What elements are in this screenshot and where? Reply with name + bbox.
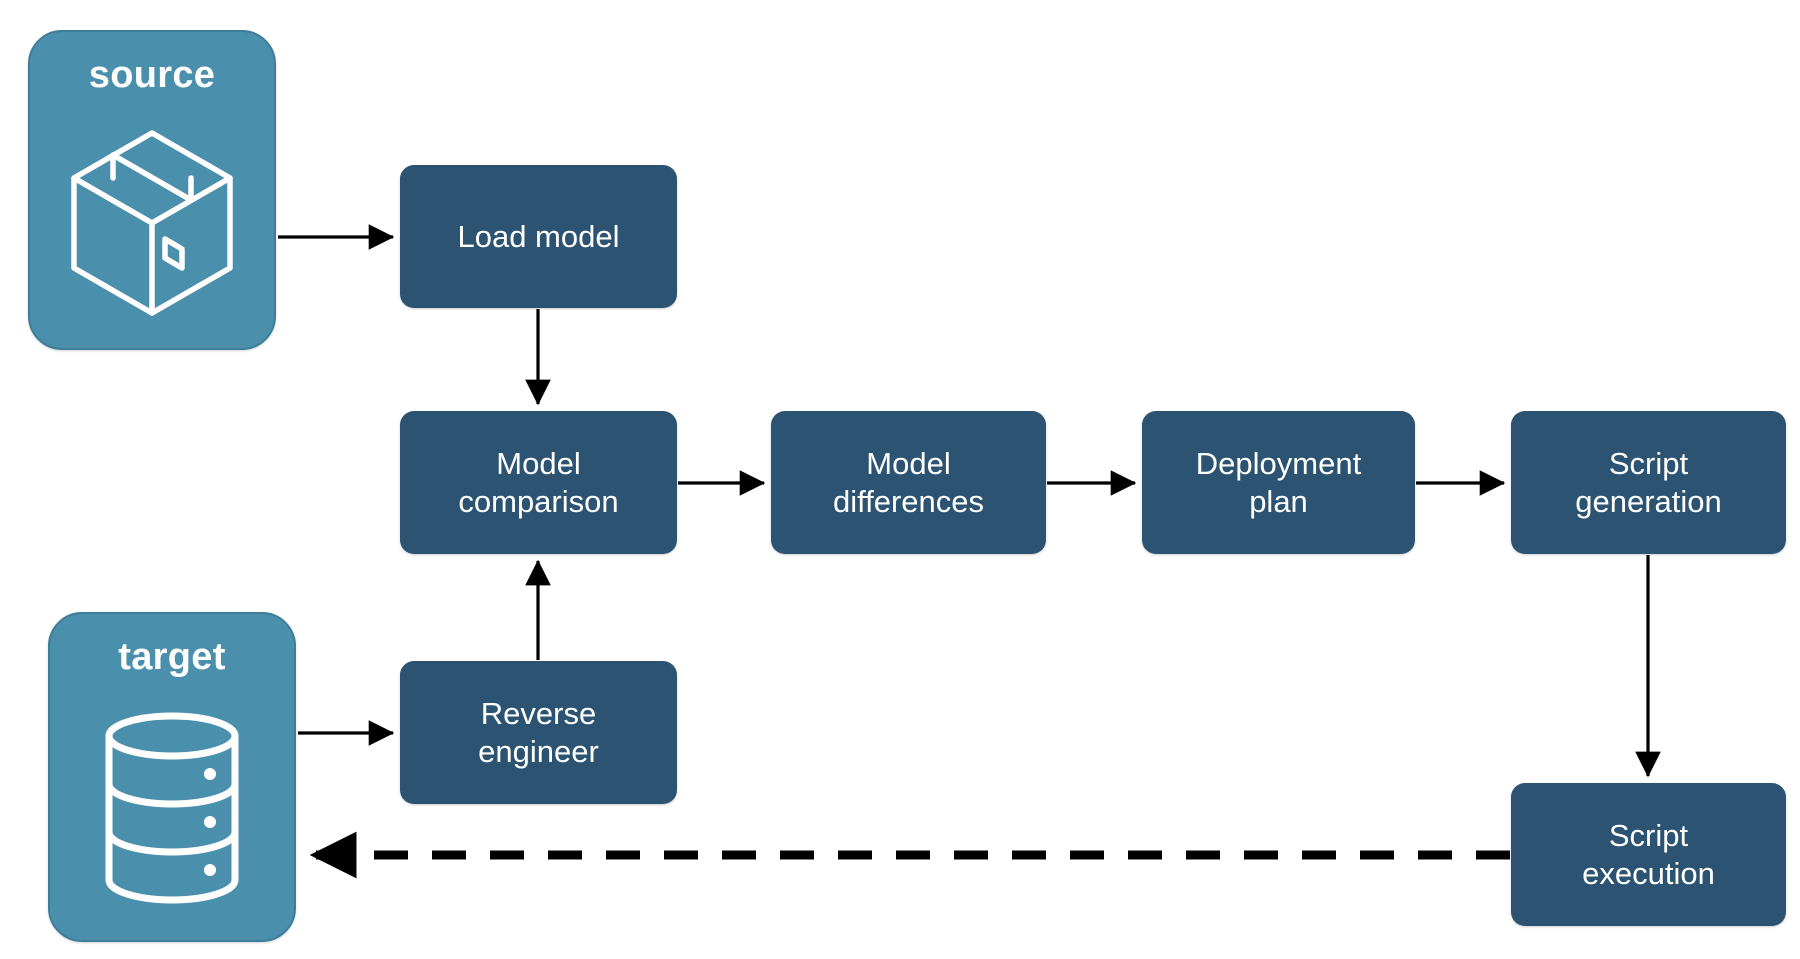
- process-reverse-engineer-label: Reverse engineer: [478, 695, 599, 769]
- process-model-differences[interactable]: Model differences: [771, 411, 1046, 554]
- process-reverse-engineer[interactable]: Reverse engineer: [400, 661, 677, 804]
- process-load-model-label: Load model: [457, 218, 620, 254]
- database-cylinder-icon: [50, 676, 294, 940]
- endpoint-target-label: target: [118, 636, 226, 678]
- endpoint-target[interactable]: target: [48, 612, 296, 942]
- process-model-comparison[interactable]: Model comparison: [400, 411, 677, 554]
- package-box-icon: [30, 94, 274, 348]
- process-model-differences-label: Model differences: [832, 445, 985, 519]
- process-script-execution-label: Script execution: [1582, 817, 1715, 891]
- endpoint-source[interactable]: source: [28, 30, 276, 350]
- process-deployment-plan-label: Deployment plan: [1195, 445, 1362, 519]
- process-model-comparison-label: Model comparison: [458, 445, 619, 519]
- process-load-model[interactable]: Load model: [400, 165, 677, 308]
- process-script-generation[interactable]: Script generation: [1511, 411, 1786, 554]
- endpoint-source-label: source: [88, 54, 216, 96]
- process-script-execution[interactable]: Script execution: [1511, 783, 1786, 926]
- process-deployment-plan[interactable]: Deployment plan: [1142, 411, 1415, 554]
- process-script-generation-label: Script generation: [1575, 445, 1722, 519]
